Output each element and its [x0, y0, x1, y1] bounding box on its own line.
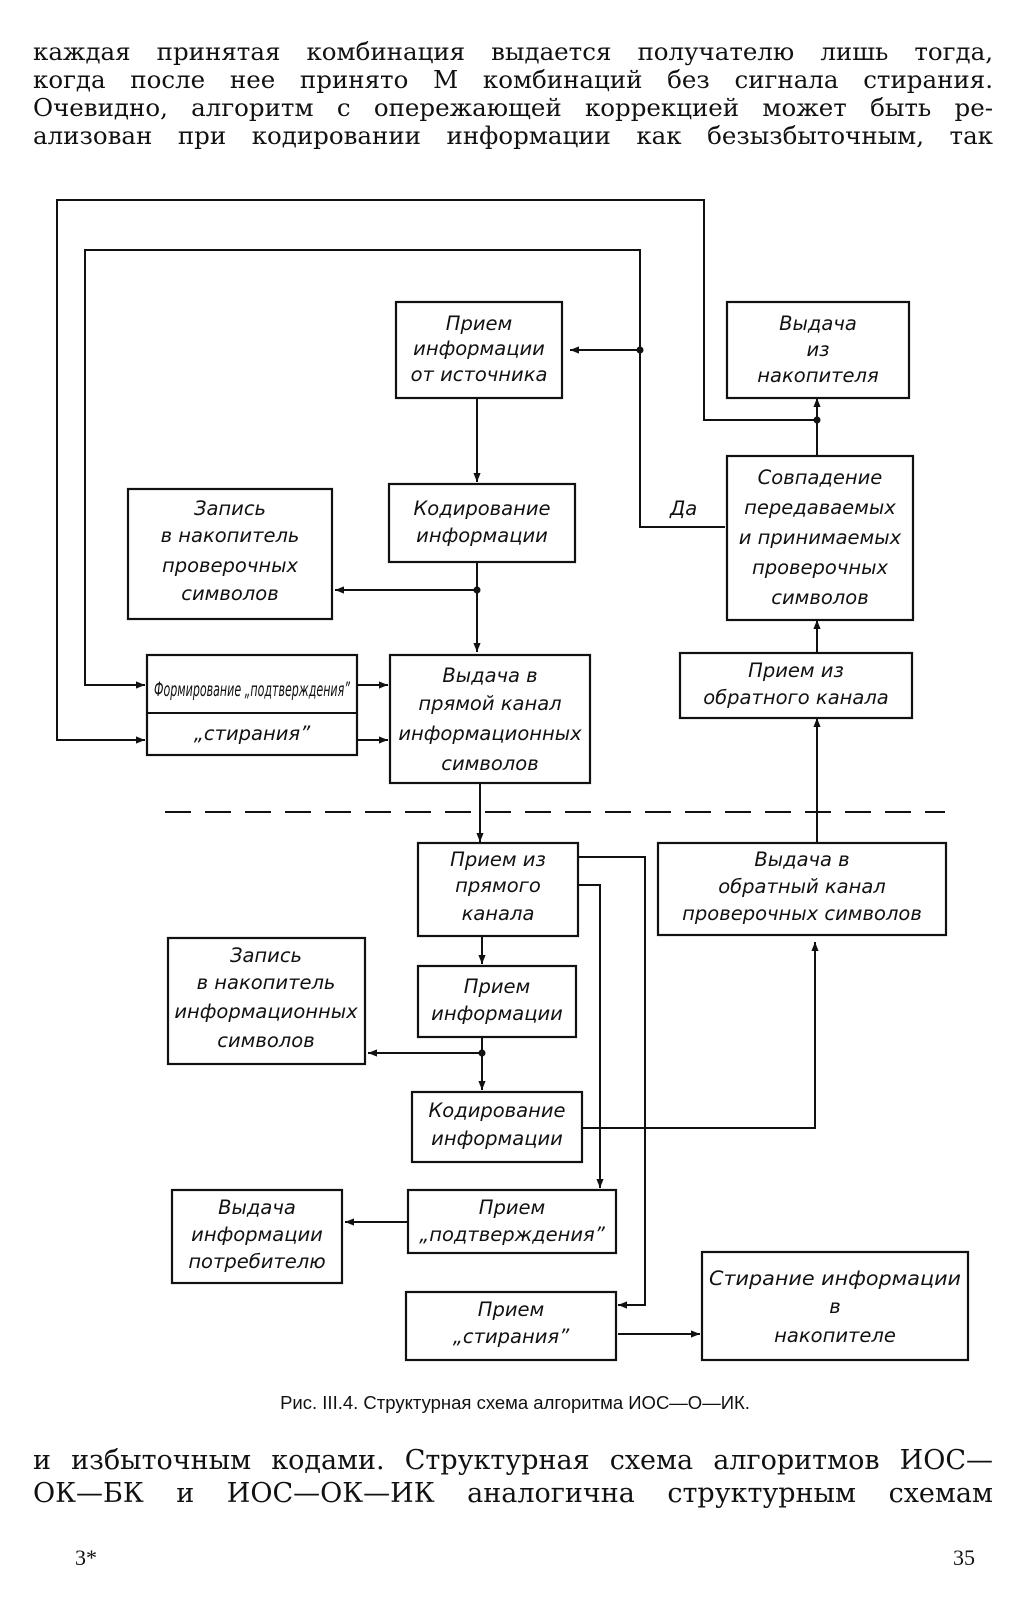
- paragraph-top: каждая принятая комбинация выдается полу…: [33, 38, 993, 150]
- box-text: символов: [181, 582, 278, 605]
- box-text: Выдача: [779, 312, 857, 335]
- box-text: проверочных: [162, 554, 299, 577]
- yes-label: Да: [669, 497, 697, 520]
- paragraph-bottom: и избыточным кодами. Структурная схема а…: [33, 1444, 993, 1510]
- box-text: прямой канал: [418, 692, 561, 715]
- box-text: „подтверждения”: [419, 1223, 606, 1246]
- box-text: прямого: [455, 874, 541, 897]
- box-text: проверочных: [752, 556, 889, 579]
- connectors: [56, 199, 945, 1338]
- box-forward-output: Выдача в прямой канал информационных сим…: [388, 653, 592, 785]
- box-text: Запись: [194, 497, 266, 520]
- box-text: информации: [431, 1127, 563, 1150]
- box-text: „стирания”: [194, 722, 311, 745]
- signature-mark: 3*: [75, 1545, 97, 1570]
- box-return-receive: Прием из обратного канала: [678, 651, 914, 720]
- box-match-check: Совпадение передаваемых и принимаемых пр…: [725, 454, 915, 622]
- box-text: Выдача в: [754, 848, 849, 871]
- box-erase-receive: Прием „стирания”: [404, 1290, 618, 1362]
- box-text: Выдача в: [442, 664, 537, 687]
- box-text: проверочных символов: [682, 902, 922, 925]
- box-text: в: [829, 1295, 841, 1318]
- box-text: и принимаемых: [739, 526, 902, 549]
- box-text: канала: [462, 902, 535, 925]
- box-erase-storage: Стирание информации в накопителе: [700, 1250, 970, 1362]
- box-source-receive: Прием информации от источника: [394, 300, 564, 400]
- box-text: в накопитель: [197, 971, 336, 994]
- text-line: когда после нее принято М комбинаций без…: [33, 65, 993, 94]
- box-text: Запись: [230, 944, 302, 967]
- box-text: обратного канала: [703, 686, 889, 709]
- box-text: Выдача: [218, 1196, 296, 1219]
- box-text: информации: [191, 1223, 323, 1246]
- box-text: накопителе: [774, 1324, 896, 1347]
- text-line: ОК—БК и ИОС—ОК—ИК аналогична структурным…: [33, 1478, 993, 1509]
- box-text: в накопитель: [161, 524, 300, 547]
- box-text: символов: [217, 1029, 314, 1052]
- box-text: информации: [431, 1002, 563, 1025]
- box-info-receive: Прием информации: [416, 964, 578, 1039]
- text-line: и избыточным кодами. Структурная схема а…: [33, 1445, 993, 1476]
- box-text: Кодирование: [413, 497, 550, 520]
- box-text: Прием: [478, 1298, 544, 1321]
- box-text: Прием: [479, 1196, 545, 1219]
- box-storage-output: Выдача из накопителя: [725, 300, 911, 400]
- box-forward-receive: Прием из прямого канала: [416, 841, 580, 938]
- box-confirm-receive: Прием „подтверждения”: [406, 1188, 618, 1255]
- box-text: информации: [413, 337, 545, 360]
- box-text: обратный канал: [718, 875, 886, 898]
- box-consumer-output: Выдача информации потребителю: [170, 1188, 344, 1285]
- box-text: Кодирование: [428, 1099, 565, 1122]
- box-text: Стирание информации: [709, 1267, 961, 1290]
- box-text: информации: [416, 524, 548, 547]
- box-text: Формирование „подтверждения”: [154, 678, 351, 701]
- box-text: передаваемых: [744, 496, 896, 519]
- box-text: информационных: [398, 722, 582, 745]
- figure-caption: Рис. III.4. Структурная схема алгоритма …: [280, 1392, 750, 1413]
- box-return-output: Выдача в обратный канал проверочных симв…: [656, 841, 948, 937]
- box-text: информационных: [174, 1000, 358, 1023]
- box-text: накопителя: [757, 364, 879, 387]
- box-text: от источника: [411, 363, 548, 386]
- box-write-info: Запись в накопитель информационных симво…: [166, 936, 367, 1066]
- box-text: символов: [771, 586, 868, 609]
- box-text: Прием из: [748, 659, 844, 682]
- box-text: Прием: [446, 312, 512, 335]
- box-write-check: Запись в накопитель проверочных символов: [126, 487, 334, 621]
- box-encode-rx: Кодирование информации: [410, 1090, 584, 1164]
- box-text: из: [806, 338, 829, 361]
- box-text: Совпадение: [758, 466, 883, 489]
- box-forming: Формирование „подтверждения” „стирания”: [145, 653, 359, 757]
- box-encode-tx: Кодирование информации: [387, 482, 577, 564]
- page-number: 35: [953, 1545, 975, 1570]
- box-text: потребителю: [188, 1250, 325, 1273]
- text-line: Очевидно, алгоритм с опережающей коррекц…: [33, 93, 993, 122]
- box-text: символов: [441, 752, 538, 775]
- box-text: Прием из: [450, 848, 546, 871]
- box-text: „стирания”: [453, 1325, 570, 1348]
- text-line: ализован при кодировании информации как …: [33, 121, 993, 150]
- junction-dots: [473, 346, 821, 1057]
- box-text: Прием: [464, 975, 530, 998]
- text-line: каждая принятая комбинация выдается полу…: [33, 37, 993, 66]
- block-diagram: Прием информации от источника Выдача из …: [56, 199, 970, 1362]
